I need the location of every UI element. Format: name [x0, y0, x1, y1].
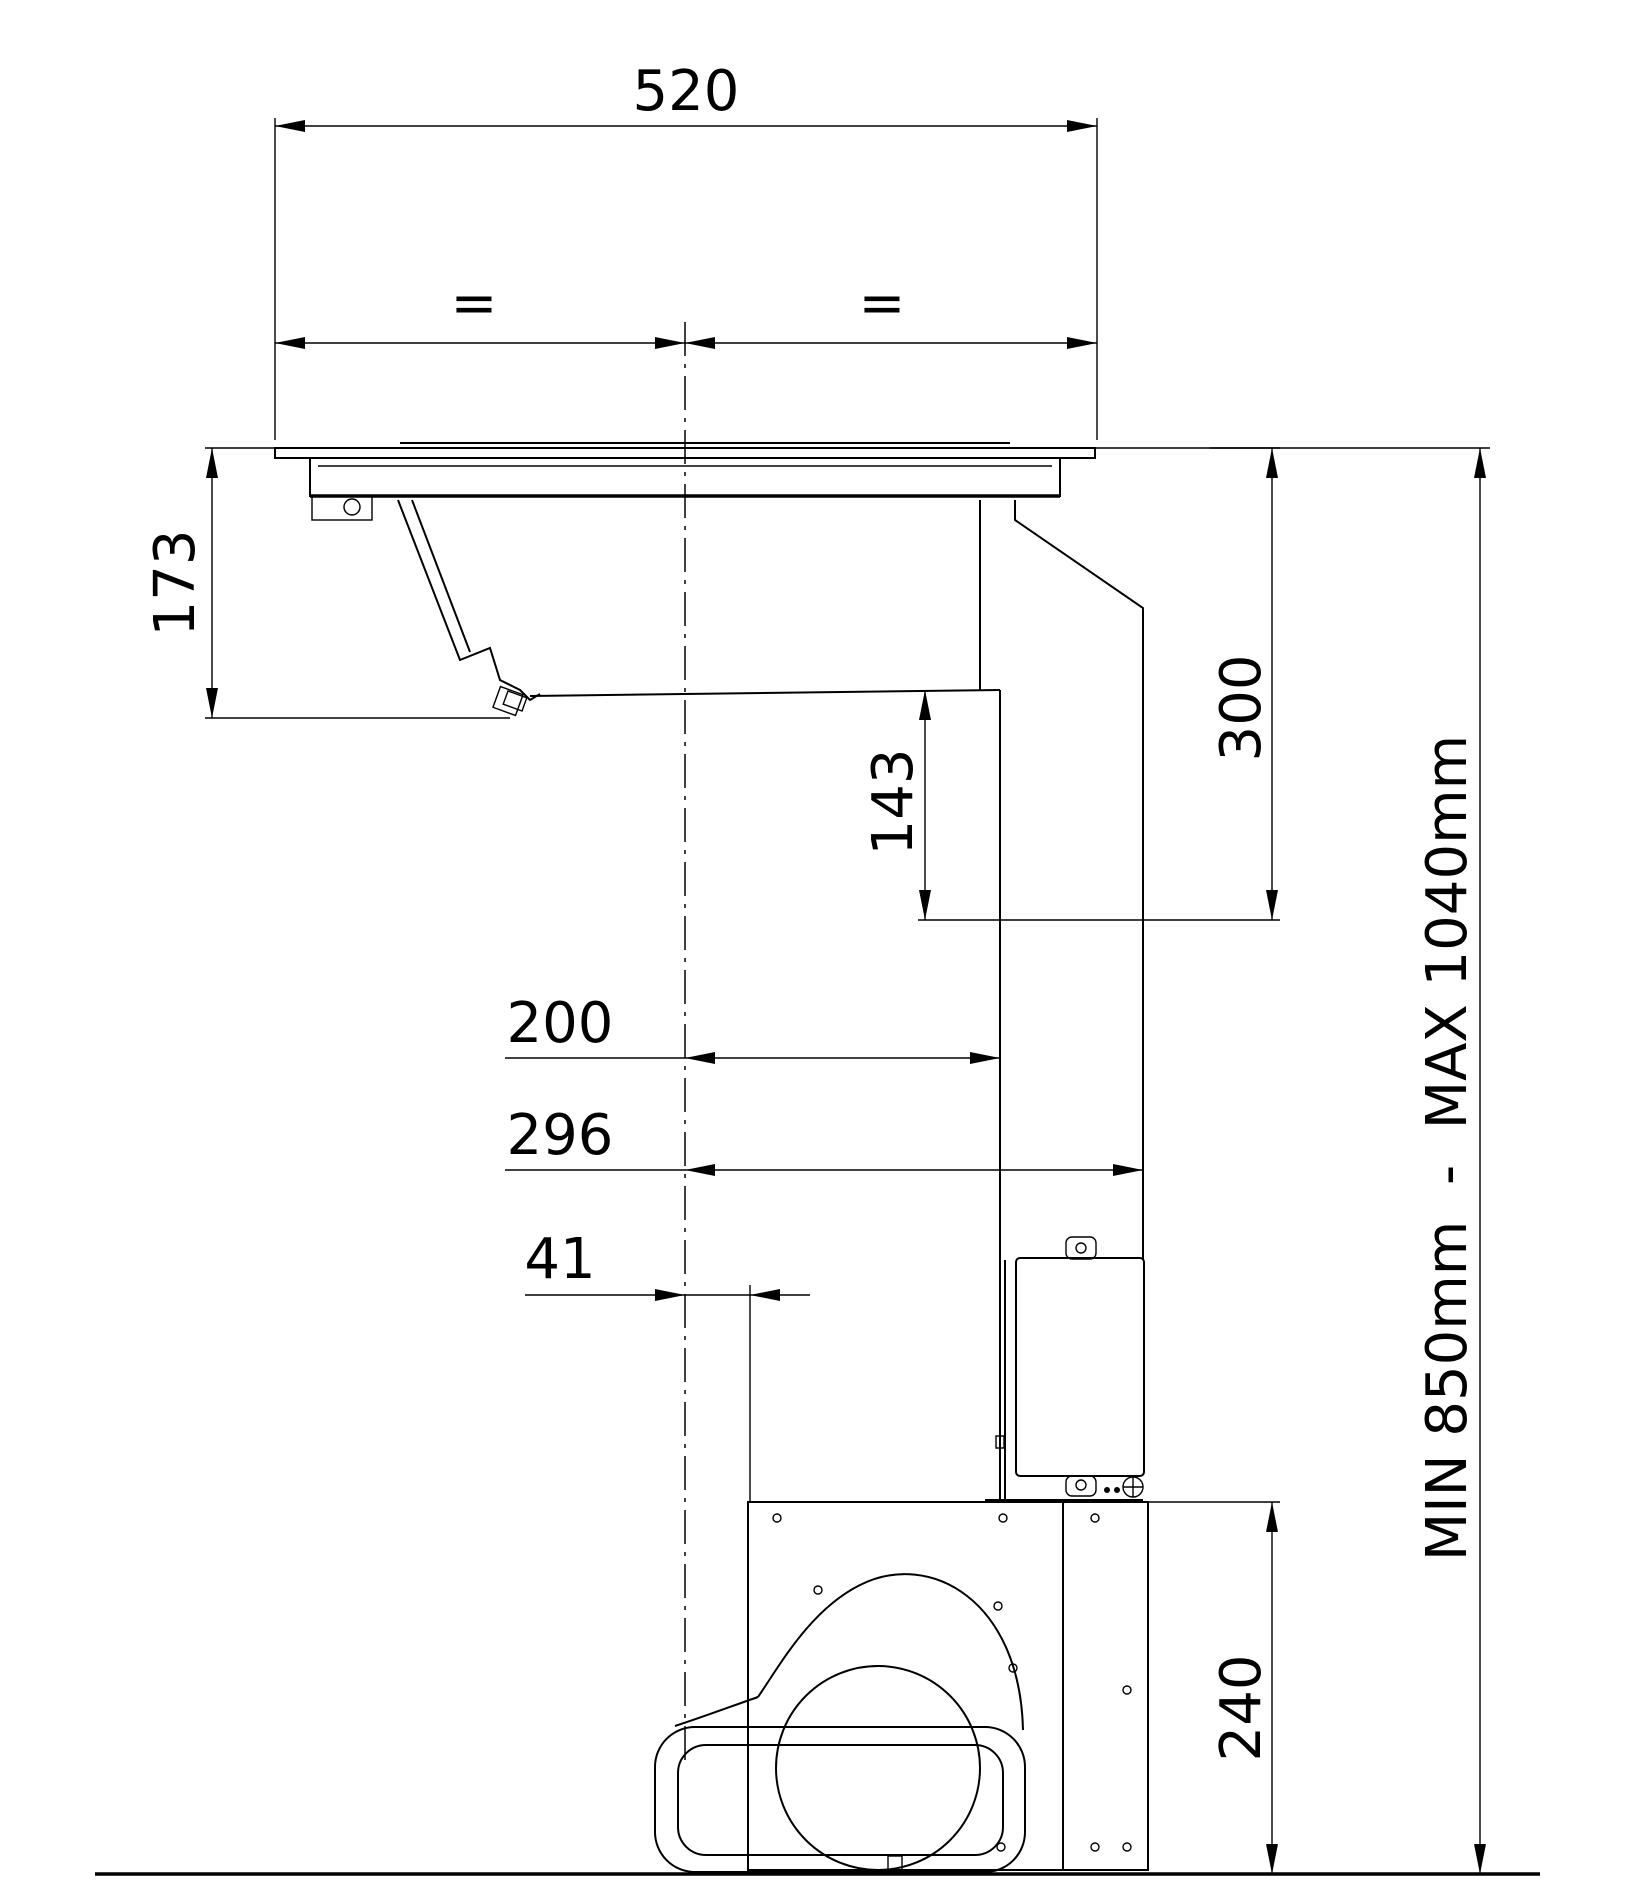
- dimension-total-height: MIN 850mm - MAX 1040mm: [1210, 447, 1490, 1874]
- dimension-296: 296: [505, 1103, 1143, 1176]
- intake-funnel: [397, 499, 1001, 717]
- dimension-143: 143: [861, 690, 1005, 921]
- dimension-label-total-height: MIN 850mm - MAX 1040mm: [1415, 735, 1480, 1561]
- motor-housing: [747, 1501, 1149, 1871]
- control-box: [995, 1236, 1145, 1498]
- dimension-label-296: 296: [507, 1103, 614, 1168]
- vertical-channel: [979, 500, 1144, 1501]
- top-plate: [274, 442, 1096, 521]
- dimension-300: 300: [1095, 447, 1280, 921]
- equal-sign-right: =: [859, 271, 906, 336]
- dimension-label-173: 173: [143, 530, 208, 637]
- dimension-label-41: 41: [524, 1227, 595, 1292]
- fan-outlet: [654, 1573, 1063, 1875]
- dimension-label-240: 240: [1209, 1655, 1274, 1762]
- dimension-173: 173: [143, 447, 510, 719]
- dimension-label-143: 143: [861, 749, 926, 856]
- dimension-200: 200: [505, 991, 1000, 1064]
- dimension-equal-split: = =: [275, 271, 1097, 349]
- dimension-41: 41: [524, 1227, 810, 1502]
- dimension-240: 240: [1148, 1501, 1280, 1874]
- dimension-label-200: 200: [507, 991, 614, 1056]
- dimension-label-520: 520: [633, 59, 740, 124]
- dimension-label-300: 300: [1209, 655, 1274, 762]
- dimension-520: 520: [274, 59, 1098, 440]
- equal-sign-left: =: [451, 271, 498, 336]
